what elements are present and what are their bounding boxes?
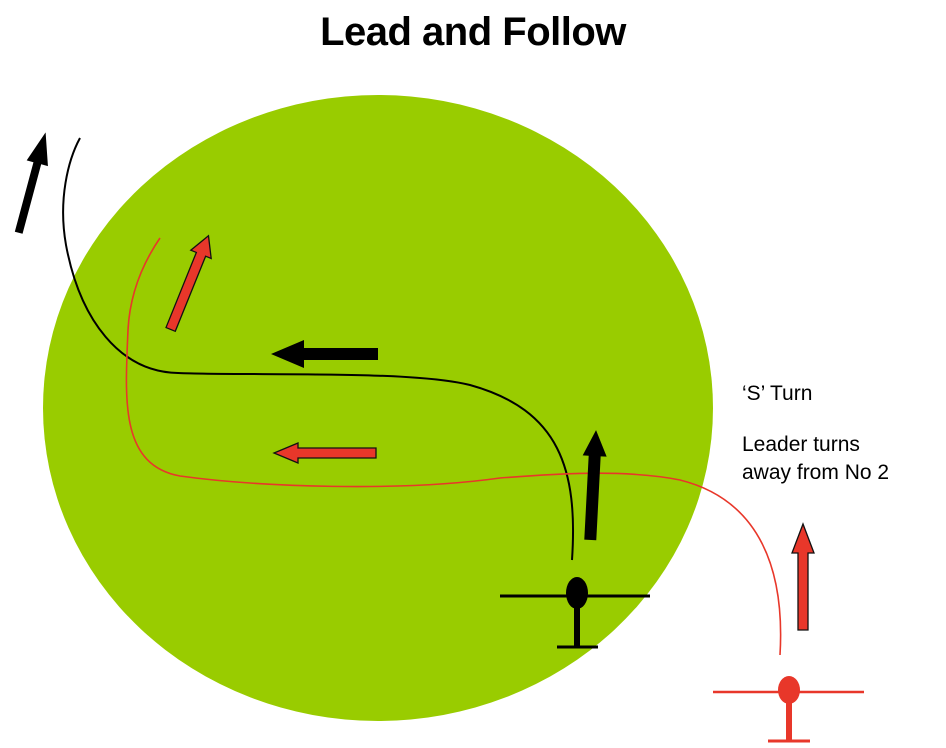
leader-aircraft-icon [500,577,650,649]
leader-west-arrow [271,340,378,368]
follower-aircraft-icon [713,676,864,743]
follower-north-arrow [791,522,815,631]
leader-flight-path [62,137,575,561]
description-line-2: away from No 2 [742,461,890,484]
description-line-1: Leader turns [742,433,860,456]
turn-area-circle [43,95,713,721]
leader-north-arrow [582,430,607,541]
leader-exit-arrow [14,132,48,234]
follower-west-arrow [272,442,377,464]
diagram-title: Lead and Follow [320,10,626,54]
follower-flight-path [125,237,782,656]
follower-exit-arrow [165,234,212,333]
s-turn-label: ‘S’ Turn [742,382,813,405]
leader-turn-description: Leader turns away from No 2 [742,431,889,487]
